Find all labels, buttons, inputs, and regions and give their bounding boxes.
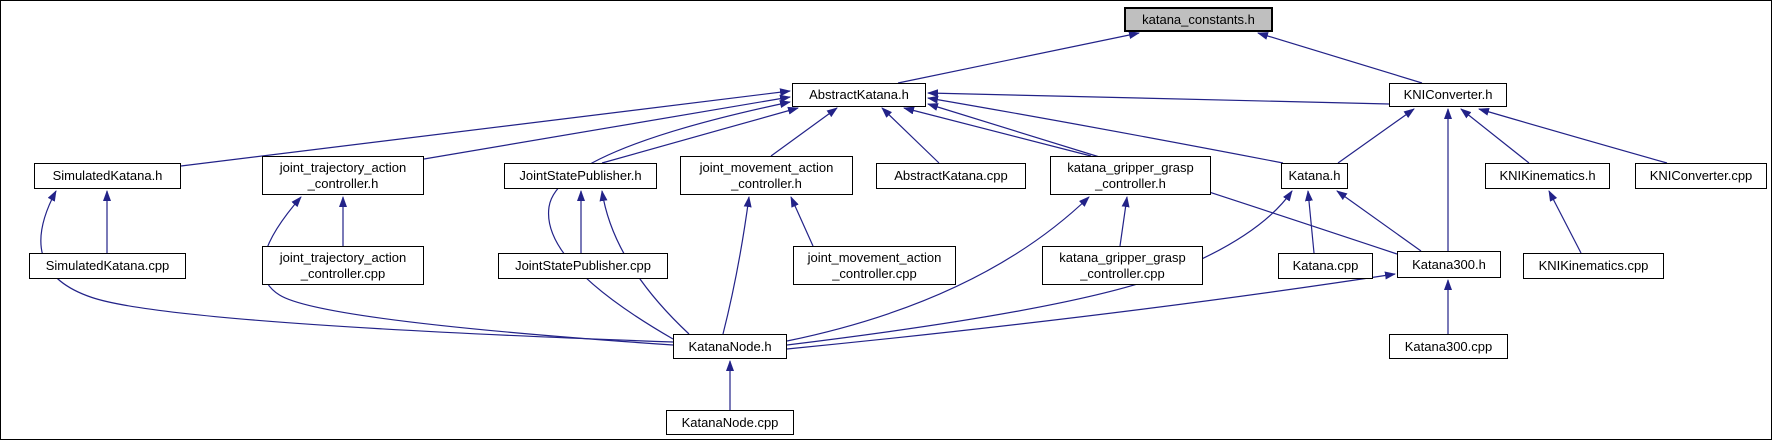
node-Katana300_h[interactable]: Katana300.h: [1397, 251, 1501, 278]
edge-joint_trajectory_action_controller_h-to-AbstractKatana_h: [423, 94, 791, 160]
edge-Katana_h-to-AbstractKatana_h: [927, 95, 1284, 164]
edge-SimulatedKatana_h-to-AbstractKatana_h: [180, 88, 791, 167]
node-katana_constants_h[interactable]: katana_constants.h: [1124, 7, 1273, 32]
node-katana_gripper_grasp_controller_cpp[interactable]: katana_gripper_grasp _controller.cpp: [1042, 246, 1203, 285]
edge-Katana_h-to-KNIConverter_h: [1337, 108, 1415, 164]
node-KNIKinematics_h[interactable]: KNIKinematics.h: [1485, 163, 1610, 189]
node-SimulatedKatana_h[interactable]: SimulatedKatana.h: [34, 163, 181, 189]
edge-JointStatePublisher_h-to-AbstractKatana_h: [601, 106, 799, 164]
node-joint_movement_action_controller_cpp[interactable]: joint_movement_action _controller.cpp: [793, 246, 956, 285]
edge-Katana300_h-to-Katana_h: [1336, 190, 1422, 252]
node-SimulatedKatana_cpp[interactable]: SimulatedKatana.cpp: [29, 253, 186, 279]
node-JointStatePublisher_h[interactable]: JointStatePublisher.h: [504, 163, 657, 189]
node-katana_gripper_grasp_controller_h[interactable]: katana_gripper_grasp _controller.h: [1050, 156, 1211, 195]
edge-KatanaNode_h-to-joint_movement_action_controller_h: [722, 196, 752, 335]
node-Katana_h[interactable]: Katana.h: [1281, 163, 1348, 189]
node-joint_trajectory_action_controller_cpp[interactable]: joint_trajectory_action _controller.cpp: [262, 246, 424, 285]
edge-AbstractKatana_h-to-katana_constants_h: [897, 31, 1140, 84]
edge-KNIKinematics_cpp-to-KNIKinematics_h: [1548, 190, 1582, 254]
node-joint_movement_action_controller_h[interactable]: joint_movement_action _controller.h: [680, 156, 853, 195]
node-AbstractKatana_h[interactable]: AbstractKatana.h: [792, 83, 926, 107]
edge-KatanaNode_h-to-Katana300_h: [786, 271, 1396, 350]
node-AbstractKatana_cpp[interactable]: AbstractKatana.cpp: [876, 163, 1026, 189]
node-KatanaNode_cpp[interactable]: KatanaNode.cpp: [666, 410, 794, 435]
node-KNIKinematics_cpp[interactable]: KNIKinematics.cpp: [1523, 253, 1664, 279]
edge-KatanaNode_h-to-AbstractKatana_h: [547, 100, 791, 340]
edge-katana_gripper_grasp_controller_h-to-AbstractKatana_h: [903, 106, 1092, 157]
node-joint_trajectory_action_controller_h[interactable]: joint_trajectory_action _controller.h: [262, 156, 424, 195]
edge-KNIConverter_h-to-katana_constants_h: [1257, 32, 1423, 84]
edge-joint_movement_action_controller_h-to-AbstractKatana_h: [770, 107, 838, 157]
edge-AbstractKatana_cpp-to-AbstractKatana_h: [881, 107, 940, 164]
node-KNIConverter_cpp[interactable]: KNIConverter.cpp: [1635, 163, 1767, 189]
node-Katana300_cpp[interactable]: Katana300.cpp: [1389, 334, 1508, 359]
edge-KatanaNode_h-to-katana_gripper_grasp_controller_h: [786, 196, 1090, 342]
edge-KNIKinematics_h-to-KNIConverter_h: [1460, 108, 1530, 164]
node-KatanaNode_h[interactable]: KatanaNode.h: [673, 334, 787, 359]
edge-KNIConverter_cpp-to-KNIConverter_h: [1478, 107, 1668, 164]
node-KNIConverter_h[interactable]: KNIConverter.h: [1389, 83, 1507, 107]
edge-katana_gripper_grasp_controller_cpp-to-katana_gripper_grasp_controller_h: [1119, 196, 1130, 247]
edge-Katana_cpp-to-Katana_h: [1304, 190, 1315, 254]
edge-joint_movement_action_controller_cpp-to-joint_movement_action_controller_h: [790, 196, 814, 247]
node-JointStatePublisher_cpp[interactable]: JointStatePublisher.cpp: [498, 253, 668, 279]
node-Katana_cpp[interactable]: Katana.cpp: [1278, 253, 1373, 279]
edge-KNIConverter_h-to-AbstractKatana_h: [927, 89, 1390, 105]
